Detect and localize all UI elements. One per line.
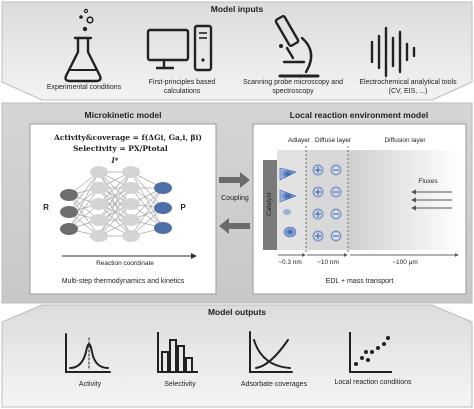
diffuse-region [306, 150, 348, 250]
intermediate-node [90, 166, 108, 178]
output-label-activity: Activity [78, 381, 102, 388]
output-label-selectivity: Selectivity [164, 381, 196, 388]
local-env-title: Local reaction environment model [289, 110, 429, 120]
transition-state-label: I* [111, 156, 119, 165]
output-label-coverages: Adsorbate coverages [240, 381, 308, 388]
output-label-local-conditions: Local reaction conditions [334, 379, 412, 386]
intermediate-node [122, 166, 140, 178]
intermediate-node [122, 214, 140, 226]
reactant-node [60, 189, 78, 201]
microkinetic-box [29, 123, 217, 295]
input-label-microscopy: Scanning probe microscopy and spectrosco… [242, 79, 343, 95]
dim-diffuse-label: ~10 nm [317, 259, 339, 266]
diffusion-layer-label: Diffusion layer [384, 137, 426, 144]
inputs-panel [1, 1, 473, 101]
input-label-first-principles: First-principles based calculations [148, 79, 216, 95]
input-label-experimental: Experimental conditions [46, 84, 122, 91]
local-env-caption: EDL + mass transport [325, 278, 394, 285]
intermediate-node [90, 214, 108, 226]
intermediate-node [90, 182, 108, 194]
coverage-curves-icon [249, 331, 293, 373]
dim-adlayer-label: ~0.3 nm [278, 259, 302, 266]
catalyst-label: Catalyst [265, 192, 273, 216]
activity-formula: Activity&coverage = f(ΔGi, Ga,i, βi) [54, 133, 202, 142]
ion-signs [315, 167, 339, 239]
catalyst-layer [263, 160, 277, 250]
reaction-coordinate-label: Reaction coordinate [96, 260, 154, 267]
coupling-arrows [219, 172, 250, 234]
reactant-node [60, 223, 78, 235]
activity-curve-icon [65, 333, 111, 373]
coupling-label: Coupling [221, 195, 249, 202]
waveform-icon [370, 26, 416, 78]
product-node [154, 202, 172, 214]
reactant-label: R [43, 203, 49, 212]
product-node [154, 182, 172, 194]
scatter-icon [349, 332, 392, 373]
product-label: P [180, 203, 186, 212]
intermediate-node [122, 198, 140, 210]
outputs-panel [1, 304, 473, 408]
selectivity-bars-icon [157, 332, 198, 373]
intermediate-node [90, 198, 108, 210]
outputs-title: Model outputs [207, 307, 267, 317]
microkinetic-caption: Multi-step thermodynamics and kinetics [61, 278, 185, 285]
adlayer-label: Adlayer [287, 137, 311, 144]
adsorbates [279, 167, 297, 238]
inputs-title: Model inputs [210, 4, 264, 14]
intermediate-node [122, 230, 140, 242]
intermediate-node [122, 182, 140, 194]
reactant-node [60, 206, 78, 218]
microkinetic-title: Microkinetic model [84, 110, 162, 120]
product-node [154, 222, 172, 234]
dim-diffusion-label: ~100 μm [392, 259, 418, 266]
flux-arrows [411, 189, 452, 211]
input-label-electrochemical: Electrochemical analytical tools (CV, EI… [359, 79, 457, 95]
microscope-icon [274, 15, 320, 78]
intermediate-node [90, 230, 108, 242]
fluxes-label: Fluxes [418, 178, 438, 185]
selectivity-formula: Selectivity = PX/Ptotal [73, 144, 168, 153]
computer-icon [146, 24, 213, 72]
diffuse-layer-label: Diffuse layer [314, 137, 351, 144]
network-nodes [60, 166, 172, 242]
flask-icon [64, 8, 102, 83]
